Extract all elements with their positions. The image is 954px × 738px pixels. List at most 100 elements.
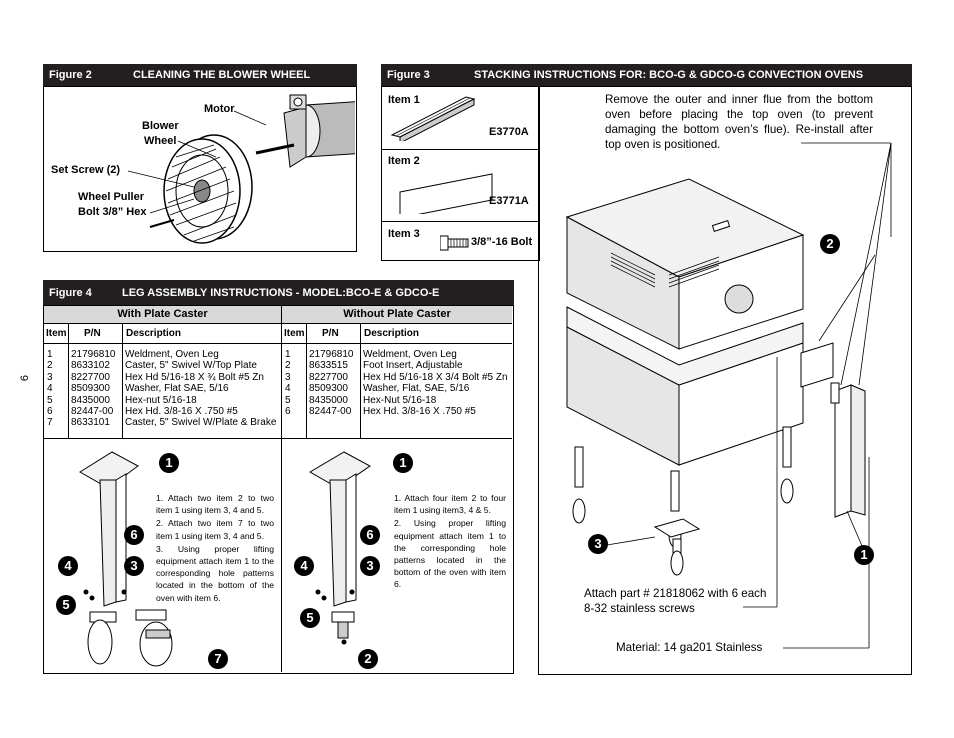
callout-3-badge: 3: [588, 534, 608, 554]
without-caster-col-headers: Item P/N Description: [282, 324, 512, 344]
pn-cell: 8509300: [71, 383, 110, 395]
pn-cell: 21796810: [309, 349, 354, 360]
pn-cell: 8633101: [71, 417, 110, 429]
callout-6-badge: 6: [360, 525, 380, 545]
callout-4-badge: 4: [294, 556, 314, 576]
with-caster-steps: 1. Attach two item 2 to two item 1 using…: [156, 492, 274, 605]
set-screw-label: Set Screw (2): [51, 164, 121, 176]
item2-plate-drawing: [399, 173, 493, 214]
description-cell: Hex Hd. 3/8-16 X .750 #5: [125, 406, 238, 418]
col-item: Item: [46, 328, 67, 339]
leg-with-caster-drawing: [79, 451, 173, 667]
callout-1-badge: 1: [159, 453, 179, 473]
instruction-step: 2. Attach two item 7 to two item 1 using…: [156, 518, 274, 541]
description-cell: Weldment, Oven Leg: [363, 349, 457, 360]
figure2-panel: Motor Blower Wheel Set Screw (2) Wheel P…: [43, 86, 357, 252]
item-cell: 3: [285, 371, 291, 383]
col-description: Description: [364, 328, 420, 339]
wheel-puller-label-2: Bolt 3/8” Hex: [78, 206, 147, 218]
description-cell: Hex-nut 5/16-18: [125, 394, 197, 406]
without-caster-table-area: 1 21796810 Weldment, Oven Leg 2 8633515 Foot …: [282, 344, 512, 439]
figure2-header: Figure 2 CLEANING THE BLOWER WHEEL: [43, 64, 357, 86]
item-cell: 2: [47, 360, 53, 372]
pn-cell: 8509300: [309, 383, 348, 395]
instruction-step: 1. Attach two item 2 to two item 1 using…: [156, 493, 274, 516]
with-caster-col-headers: Item P/N Description: [44, 324, 282, 344]
instruction-step: 3. Using proper lifting equipment attach…: [156, 543, 274, 603]
item3-label: Item 3: [388, 228, 420, 240]
description-cell: Hex Hd 5/16-18 X 3/4 Bolt #5 Zn: [363, 371, 508, 383]
figure3-parts-list: Item 1 E3770A Item 2 E3771A Item 3 3/8”-…: [381, 86, 540, 261]
pn-cell: 8633515: [309, 360, 348, 372]
with-caster-heading-bar: With Plate Caster: [44, 306, 282, 324]
item2-cell: Item 2 E3771A: [382, 150, 538, 222]
item-cell: 5: [285, 394, 291, 406]
description-cell: Weldment, Oven Leg: [125, 349, 219, 360]
description-cell: Washer, Flat, SAE, 5/16: [363, 383, 470, 395]
item2-part-number: E3771A: [489, 195, 529, 207]
table-row: 4 8509300 Washer, Flat, SAE, 5/16: [282, 383, 511, 394]
instruction-step: 2. Using proper lifting equipment attach…: [394, 518, 506, 590]
material-note: Material: 14 ga201 Stainless: [616, 641, 763, 654]
description-cell: Foot Insert, Adjustable: [363, 360, 463, 372]
pn-cell: 82447-00: [71, 406, 114, 418]
without-caster-parts-table: 1 21796810 Weldment, Oven Leg 2 8633515 Foot …: [282, 349, 511, 417]
callout-1-badge: 1: [393, 453, 413, 473]
item-cell: 6: [285, 406, 291, 418]
item-cell: 3: [47, 371, 53, 383]
pn-cell: 8227700: [71, 371, 110, 383]
callout-4-badge: 4: [58, 556, 78, 576]
figure3-header: Figure 3 STACKING INSTRUCTIONS FOR: BCO-…: [381, 64, 912, 86]
pn-cell: 21796810: [71, 349, 116, 360]
figure4-panel: With Plate Caster Without Plate Caster I…: [43, 305, 514, 674]
table-row: 5 8435000 Hex-nut 5/16-18: [44, 395, 279, 406]
stacked-ovens-illustration: [565, 142, 892, 649]
figure4-title: LEG ASSEMBLY INSTRUCTIONS - MODEL:BCO-E …: [122, 287, 440, 299]
without-caster-heading-bar: Without Plate Caster: [282, 306, 512, 324]
item-cell: 4: [285, 383, 291, 395]
callout-7-badge: 7: [208, 649, 228, 669]
without-caster-heading: Without Plate Caster: [343, 308, 451, 320]
figure2-title: CLEANING THE BLOWER WHEEL: [133, 69, 311, 81]
col-pn: P/N: [84, 328, 101, 339]
figure2-number: Figure 2: [49, 69, 92, 81]
pn-cell: 82447-00: [309, 406, 352, 418]
blower-wheel-label-1: Blower: [142, 120, 179, 132]
item1-part-number: E3770A: [489, 126, 529, 138]
item-cell: 2: [285, 360, 291, 372]
item-cell: 5: [47, 394, 53, 406]
attach-note: Attach part # 21818062 with 6 each 8-32 …: [584, 587, 767, 615]
callout-3-badge: 3: [124, 556, 144, 576]
item-cell: 4: [47, 383, 53, 395]
figure3-number: Figure 3: [387, 69, 430, 81]
callout-2-badge: 2: [358, 649, 378, 669]
callout-5-badge: 5: [300, 608, 320, 628]
with-caster-heading: With Plate Caster: [117, 308, 208, 320]
blower-wheel-illustration: [127, 94, 355, 244]
table-row: 6 82447-00 Hex Hd. 3/8-16 X .750 #5: [44, 406, 279, 417]
motor-label: Motor: [204, 103, 235, 115]
figure4-number: Figure 4: [49, 287, 92, 299]
without-caster-steps: 1. Attach four item 2 to four item 1 usi…: [394, 492, 506, 592]
item3-cell: Item 3 3/8”-16 Bolt: [382, 222, 538, 260]
flue-note: Remove the outer and inner flue from the…: [605, 93, 873, 151]
item-cell: 7: [47, 417, 53, 429]
leg-without-caster-drawing: [309, 451, 371, 645]
pn-cell: 8633102: [71, 360, 110, 372]
bolt-icon: [440, 235, 469, 251]
item1-label: Item 1: [388, 94, 420, 106]
instruction-step: 1. Attach four item 2 to four item 1 usi…: [394, 493, 506, 516]
table-row: 1 21796810 Weldment, Oven Leg: [282, 349, 511, 360]
item-cell: 1: [47, 349, 53, 360]
pn-cell: 8435000: [309, 394, 348, 406]
item-cell: 6: [47, 406, 53, 418]
pn-cell: 8435000: [71, 394, 110, 406]
item2-label: Item 2: [388, 155, 420, 167]
item-cell: 1: [285, 349, 291, 360]
